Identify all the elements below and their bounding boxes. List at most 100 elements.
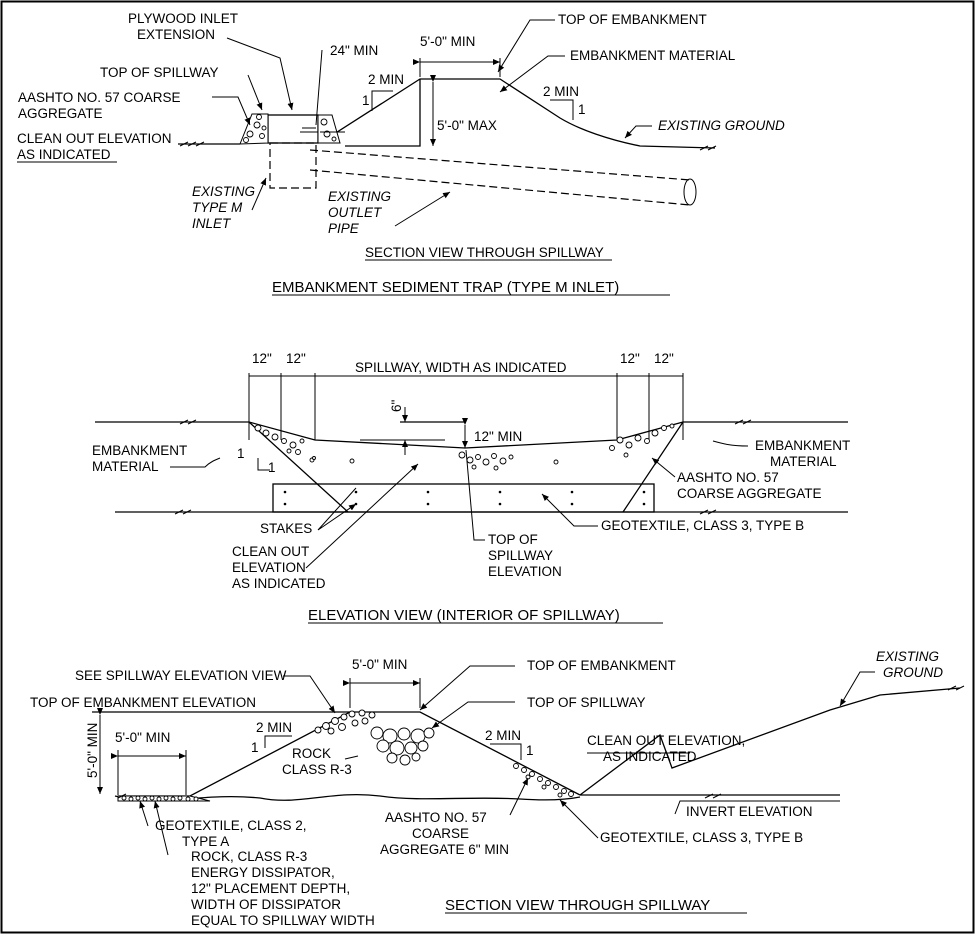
geo2-label-1: GEOTEXTILE, CLASS 2, — [155, 818, 307, 833]
dissip-label-5: EQUAL TO SPILLWAY WIDTH — [191, 913, 375, 928]
clean-out-label-1: CLEAN OUT ELEVATION — [17, 131, 172, 146]
top-spill-bottom-label: TOP OF SPILLWAY — [527, 695, 646, 710]
clean-bottom-1: CLEAN OUT ELEVATION, — [587, 733, 745, 748]
leader-emb-right — [712, 440, 749, 447]
pipe-end — [683, 178, 697, 206]
top-emb-bottom-label: TOP OF EMBANKMENT — [527, 658, 676, 673]
leader-top-emb-bottom — [419, 665, 515, 711]
leader-dissipator — [153, 800, 169, 856]
leader-pipe — [394, 191, 451, 227]
plywood-label-2: EXTENSION — [137, 27, 215, 42]
slope-tri-bottom-left — [264, 735, 292, 748]
leader-top-spill-mid — [465, 449, 485, 541]
emb-right-2: MATERIAL — [770, 454, 837, 469]
slope-one-a: 1 — [237, 446, 245, 461]
clean-out-label-2: AS INDICATED — [17, 147, 111, 162]
see-spillway-label: SEE SPILLWAY ELEVATION VIEW — [75, 668, 287, 683]
aashto-bottom-1: AASHTO NO. 57 — [385, 810, 487, 825]
clean-mid-1: CLEAN OUT — [232, 544, 309, 559]
leader-see-spillway — [283, 675, 336, 714]
existing-bottom-1: EXISTING — [876, 649, 939, 664]
pipe-label-3: PIPE — [328, 221, 360, 236]
dim-12a: 12" — [252, 351, 272, 366]
dim-top-ext — [419, 58, 501, 77]
slope-aggregate — [513, 763, 574, 798]
slope-tri-right — [550, 99, 574, 120]
six-in-label: 6" — [389, 399, 404, 412]
clean-bottom-2: AS INDICATED — [603, 749, 697, 764]
dim-24-leader — [302, 49, 323, 129]
existing-outlet-pipe — [309, 149, 691, 206]
inlet-label-3: INLET — [192, 216, 232, 231]
dim-12b: 12" — [286, 351, 306, 366]
top-view-label: SECTION VIEW THROUGH SPILLWAY — [365, 245, 604, 260]
aashto-mid-2: COARSE AGGREGATE — [677, 486, 822, 501]
min24-label: 24" MIN — [330, 43, 378, 58]
slope-right-one: 1 — [578, 102, 586, 117]
invert-label: INVERT ELEVATION — [686, 804, 813, 819]
bottom-section-title: SECTION VIEW THROUGH SPILLWAY — [445, 897, 710, 914]
rock-mound — [370, 726, 435, 766]
bottom-section-drawing: 5'-0" MIN SEE SPILLWAY ELEVATION VIEW 5'… — [30, 649, 965, 928]
leader-geo3-bottom — [559, 799, 599, 839]
slope-right-bottom-one: 1 — [526, 743, 534, 758]
slope-tri-bottom-right — [490, 743, 522, 760]
leader-top-spill-bottom — [431, 701, 515, 729]
leader-rock — [344, 755, 359, 760]
middle-section-title: ELEVATION VIEW (INTERIOR OF SPILLWAY) — [308, 607, 620, 624]
existing-ground-label: EXISTING GROUND — [658, 118, 785, 133]
leader-geo-mid — [541, 493, 598, 527]
middle-ground-hatch — [174, 419, 752, 515]
top-spill-mid-3: ELEVATION — [488, 564, 562, 579]
clean-mid-3: AS INDICATED — [232, 576, 326, 591]
dim-extensions — [248, 373, 684, 440]
leader-existing-ground-bottom — [839, 671, 875, 707]
leader-existing-ground — [624, 125, 652, 139]
slope-tri-mid — [257, 458, 270, 471]
aggregate-top — [239, 113, 341, 145]
aashto-label-1: AASHTO NO. 57 COARSE — [18, 90, 181, 105]
dim-12c: 12" — [620, 351, 640, 366]
slope-left-one: 1 — [362, 93, 370, 108]
slope-tri-left — [371, 90, 393, 111]
plywood-extension — [267, 114, 319, 144]
leader-emb-mat — [499, 55, 565, 93]
middle-section-drawing: 12" 12" SPILLWAY, WIDTH AS INDICATED 12"… — [92, 351, 850, 624]
top-emb-label: TOP OF EMBANKMENT — [558, 12, 707, 27]
emb-mat-label: EMBANKMENT MATERIAL — [570, 48, 736, 63]
rock-label-1: ROCK — [292, 746, 331, 761]
crest-aggregate — [314, 709, 376, 735]
pipe-label-1: EXISTING — [328, 189, 391, 204]
dissip-label-2: ENERGY DISSIPATOR, — [191, 865, 335, 880]
leader-stakes — [317, 487, 356, 531]
aashto-label-2: AGGREGATE — [18, 106, 103, 121]
energy-dissipator — [117, 795, 211, 802]
aashto-bottom-2: COARSE — [412, 826, 469, 841]
slope-left-bottom-label: 2 MIN — [256, 720, 292, 735]
slope-one-b: 1 — [268, 460, 276, 475]
top-spill-mid-1: TOP OF — [488, 532, 538, 547]
leader-plywood — [226, 37, 294, 111]
leader-geo2 — [139, 800, 149, 827]
leader-invert — [674, 800, 840, 815]
aashto-mid-1: AASHTO NO. 57 — [677, 470, 779, 485]
top-spill-mid-2: SPILLWAY — [488, 548, 553, 563]
top-spill-label: TOP OF SPILLWAY — [100, 65, 219, 80]
trap-sides — [248, 421, 684, 513]
leader-aashto-mid — [651, 457, 676, 478]
stakes-label: STAKES — [260, 521, 312, 536]
dissip-label-4: WIDTH OF DISSIPATOR — [191, 897, 341, 912]
height-max-label: 5'-0" MAX — [437, 118, 497, 133]
top-section-drawing: PLYWOOD INLET EXTENSION 24" MIN 5'-0" MI… — [17, 11, 785, 296]
leader-aashto — [212, 96, 251, 126]
aggregate-middle — [254, 423, 675, 471]
min12-label: 12" MIN — [474, 429, 522, 444]
top-width-label: 5'-0" MIN — [420, 34, 475, 49]
dim-12d: 12" — [654, 351, 674, 366]
geo2-label-2: TYPE A — [182, 834, 229, 849]
emb-left-1: EMBANKMENT — [92, 443, 187, 458]
spillway-crest — [95, 421, 848, 449]
bottom-embankment — [118, 711, 581, 797]
geo3-bottom-label: GEOTEXTILE, CLASS 3, TYPE B — [600, 830, 803, 845]
